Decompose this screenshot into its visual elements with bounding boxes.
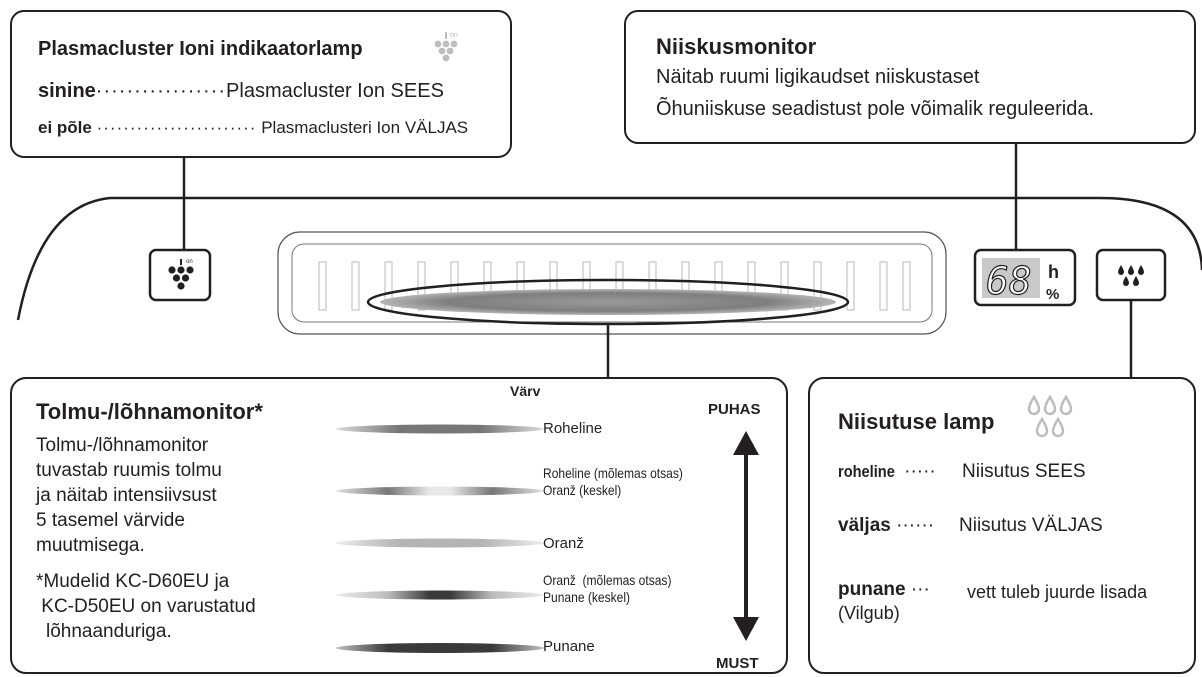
row-key: roheline [838, 462, 895, 481]
plasmacluster-row-blue: sinine·················Plasmacluster Ion… [38, 80, 444, 103]
grape-icon [168, 259, 194, 290]
dust-desc-line-1: Tolmu-/lõhnamonitor [36, 435, 209, 456]
level-swatch-2 [335, 486, 544, 495]
level-swatch-5 [335, 642, 544, 653]
row-key: sinine [38, 80, 96, 102]
dust-footnote-line-2: KC-D50EU on varustatud [36, 596, 256, 617]
dust-indicator-light [380, 289, 836, 315]
row-dots: ················· [95, 80, 227, 102]
humidity-display-unit-percent: % [1046, 286, 1059, 303]
dust-footnote-line-1: *Mudelid KC-D60EU ja [36, 571, 230, 592]
humidity-monitor-line-1: Näitab ruumi ligikaudset niiskustaset [656, 66, 980, 88]
humidify-title: Niisutuse lamp [838, 409, 995, 434]
row-value: Plasmaclusteri Ion VÄLJAS [261, 118, 469, 137]
ion-icon-on-label: on [186, 259, 193, 265]
level-2-label-1: Roheline (mõlemas otsas) [543, 465, 683, 481]
clean-label: PUHAS [708, 401, 761, 418]
row-key: punane [838, 579, 906, 600]
humidify-lamp-callout-box: Niisutuse lamp roheline ····· Niisutus SE… [808, 377, 1196, 674]
row-key: väljas [838, 515, 891, 536]
panel-outer-frame [277, 231, 947, 335]
row-key: ei põle [38, 118, 92, 137]
level-swatch-1 [335, 424, 544, 433]
plasmacluster-callout-box: Plasmacluster Ioni indikaatorlamp on sin… [10, 10, 512, 158]
color-column-header: Värv [510, 383, 541, 399]
humidify-row-green-value: Niisutus SEES [962, 461, 1086, 482]
row-dots: ······ [896, 515, 935, 536]
humidity-display-screen [982, 258, 1040, 298]
humidify-row-off-value: Niisutus VÄLJAS [959, 515, 1103, 536]
plasmacluster-title: Plasmacluster Ioni indikaatorlamp [38, 38, 363, 60]
humidify-row-green: roheline ····· [838, 461, 936, 483]
clean-dirty-arrow [732, 430, 759, 641]
level-3-label: Oranž [543, 535, 584, 552]
dust-level-swatches [335, 424, 759, 653]
dust-desc-line-4: 5 tasemel värvide [36, 510, 185, 531]
level-2-label-2: Oranž (keskel) [543, 482, 622, 498]
humidity-monitor-title: Niiskusmonitor [656, 34, 817, 59]
humidify-row-red-value: vett tuleb juurde lisada [967, 582, 1148, 602]
dust-desc-line-5: muutmisega. [36, 535, 145, 556]
level-4-label-1: Oranž (mõlemas otsas) [543, 572, 672, 588]
dust-footnote-line-3: lõhnaanduriga. [46, 621, 172, 642]
humidify-row-red: punane ··· [838, 579, 930, 601]
panel-inner-frame [291, 243, 933, 323]
humidify-row-off: väljas ······ [838, 515, 934, 537]
water-drops-icon-gray [1027, 394, 1073, 438]
humidity-monitor-line-2: Õhuniiskuse seadistust pole võimalik reg… [656, 98, 1095, 120]
level-4-label-2: Punane (keskel) [543, 589, 631, 605]
level-5-label: Punane [543, 638, 595, 655]
humidity-display-unit-h: h [1048, 262, 1059, 282]
grape-icon-gray: on [434, 32, 458, 62]
row-dots: ··· [910, 579, 930, 600]
row-dots: ····· [904, 461, 936, 482]
level-swatch-4 [335, 590, 544, 599]
dust-desc-line-3: ja näitab intensiivsust [36, 485, 217, 506]
row-value: Plasmacluster Ion SEES [226, 80, 444, 102]
dust-monitor-callout-box: Tolmu-/lõhnamonitor* Tolmu-/lõhnamonitor… [10, 377, 788, 674]
device-body-outline [16, 196, 1202, 321]
humidity-display-digits: 68 [986, 259, 1032, 303]
water-drops-icon [1118, 265, 1144, 286]
dust-desc-line-2: tuvastab ruumis tolmu [36, 460, 222, 481]
humidity-monitor-callout-box: Niiskusmonitor Näitab ruumi ligikaudset … [624, 10, 1196, 144]
humidify-row-red-blink: (Vilgub) [838, 603, 900, 623]
level-swatch-3 [335, 538, 544, 547]
plasmacluster-row-off: ei põle ························ Plasmac… [38, 118, 468, 138]
dust-monitor-title: Tolmu-/lõhnamonitor* [36, 399, 263, 424]
dirty-label: MUST [716, 655, 759, 672]
row-dots: ························ [96, 118, 257, 137]
grape-icon-on-label: on [450, 32, 458, 39]
level-1-label: Roheline [543, 420, 603, 437]
ion-indicator-button [148, 248, 212, 302]
vent-slots [318, 261, 911, 311]
